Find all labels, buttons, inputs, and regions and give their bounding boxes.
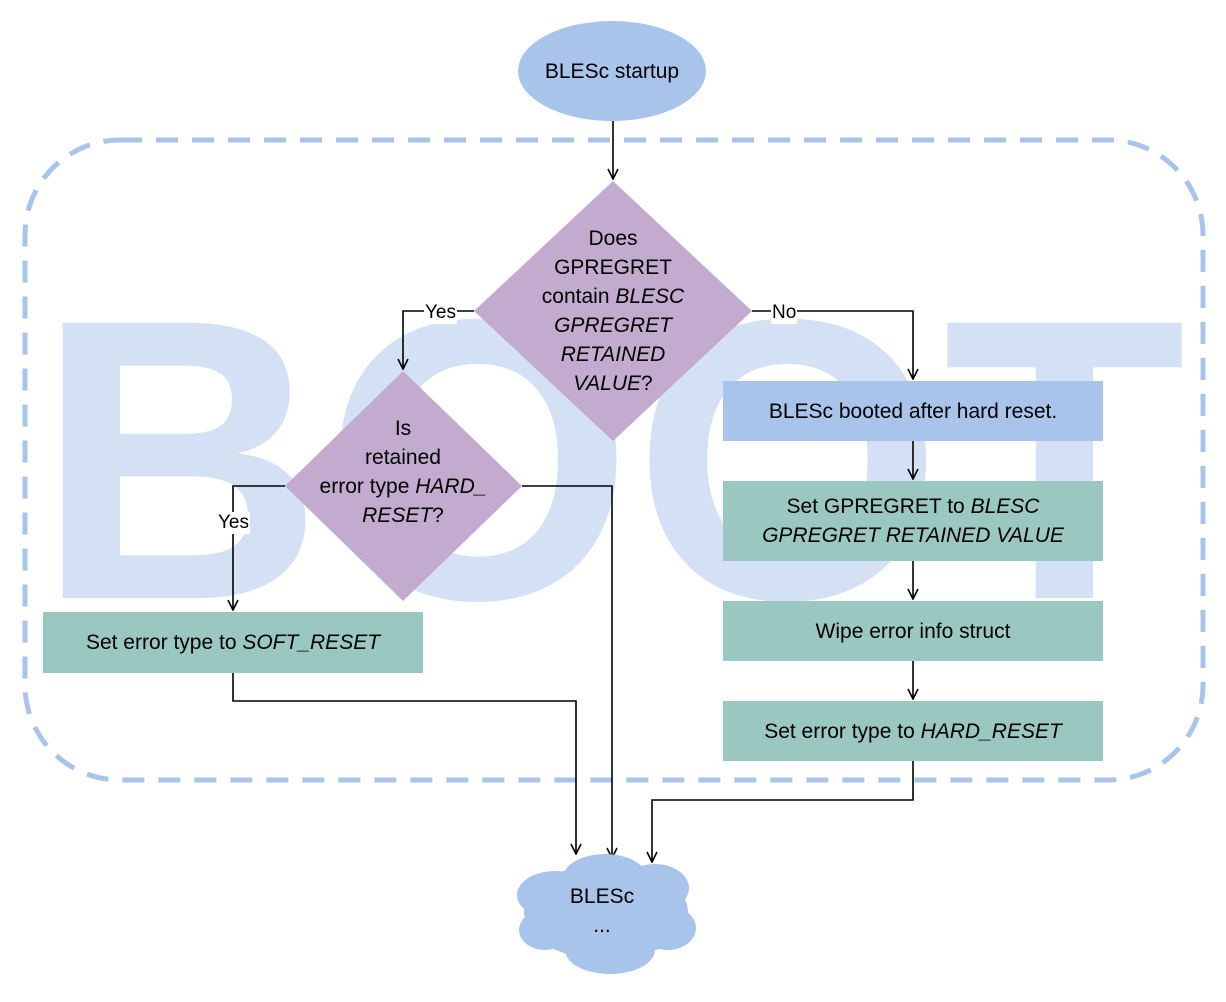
decision1-line6: VALUE? <box>573 369 652 398</box>
end-cloud <box>517 854 696 974</box>
decision1-line5: RETAINED <box>561 340 666 369</box>
edge-label-yes2: Yes <box>217 512 250 534</box>
edge-soft-to-end <box>232 673 576 854</box>
start-label: BLESc startup <box>518 21 706 121</box>
set-gpregret-box <box>723 481 1103 561</box>
decision2-line4-mark: ? <box>432 504 444 527</box>
decision1-line2: GPREGRET <box>554 256 672 279</box>
start-node <box>518 21 706 121</box>
decision2-line3-text: error type <box>319 475 416 498</box>
decision2-line1: Is <box>394 417 412 440</box>
soft-reset-label: Set error type to SOFT_RESET <box>43 612 423 673</box>
edge-label-no1: No <box>771 302 798 324</box>
edge-decision2-yes <box>233 485 285 610</box>
hard-reset-line: Set error type to HARD_RESET <box>764 717 1062 746</box>
edge-label-yes1: Yes <box>424 302 457 324</box>
decision1-line6-mark: ? <box>641 372 653 395</box>
set-gpregret-line2: GPREGRET RETAINED VALUE <box>762 521 1064 550</box>
wipe-box <box>723 601 1103 661</box>
hard-reset-label: Set error type to HARD_RESET <box>723 701 1103 761</box>
decision1-line3: contain BLESC <box>542 282 684 311</box>
decision-gpregret <box>474 181 752 441</box>
soft-reset-value: SOFT_RESET <box>242 631 381 654</box>
set-gpregret-prefix: Set GPREGRET to <box>786 495 971 518</box>
decision1-line5-value: RETAINED <box>560 343 666 366</box>
soft-reset-line: Set error type to SOFT_RESET <box>86 628 380 657</box>
decision2-line3: error type HARD_ <box>320 472 487 501</box>
set-gpregret-value1: BLESC <box>970 495 1040 518</box>
decision-gpregret-label: Does GPREGRET contain BLESC GPREGRET RET… <box>497 224 729 398</box>
decision1-line4-value: GPREGRET <box>554 314 672 337</box>
decision2-line4: RESET? <box>362 501 444 530</box>
start-text: BLESc startup <box>544 59 680 83</box>
soft-reset-box <box>43 612 423 673</box>
decision2-line2: retained <box>365 446 441 469</box>
soft-reset-prefix: Set error type to <box>85 631 243 654</box>
decision2-line3-value: HARD_ <box>415 475 487 498</box>
hard-boot-label: BLESc booted after hard reset. <box>723 381 1103 441</box>
decision1-line1: Does <box>588 227 638 250</box>
hard-reset-box <box>723 701 1103 761</box>
end-line2: ... <box>593 914 611 937</box>
decision-error-type <box>285 371 522 601</box>
edge-decision2-no <box>522 485 612 858</box>
decision1-line3-value: BLESC <box>615 285 685 308</box>
set-gpregret-value2: GPREGRET RETAINED VALUE <box>762 524 1064 547</box>
wipe-text: Wipe error info struct <box>815 619 1011 643</box>
decision-error-type-label: Is retained error type HARD_ RESET? <box>298 414 508 530</box>
wipe-label: Wipe error info struct <box>723 601 1103 661</box>
set-gpregret-line1: Set GPREGRET to BLESC <box>787 492 1040 521</box>
decision1-line3-text: contain <box>541 285 616 308</box>
decision1-line6-value: VALUE <box>573 372 642 395</box>
set-gpregret-label: Set GPREGRET to BLESC GPREGRET RETAINED … <box>723 481 1103 561</box>
end-line1: BLESc <box>569 885 635 908</box>
boot-boundary <box>22 137 1206 783</box>
hard-reset-prefix: Set error type to <box>764 719 921 743</box>
hard-boot-box <box>723 381 1103 441</box>
end-label: BLESc ... <box>540 880 664 942</box>
decision2-line4-value: RESET <box>362 504 433 527</box>
edge-hard-to-end <box>652 761 914 862</box>
edge-decision1-no <box>752 310 913 379</box>
hard-boot-text: BLESc booted after hard reset. <box>768 399 1058 423</box>
decision1-line4: GPREGRET <box>554 311 672 340</box>
hard-reset-value: HARD_RESET <box>920 719 1062 743</box>
